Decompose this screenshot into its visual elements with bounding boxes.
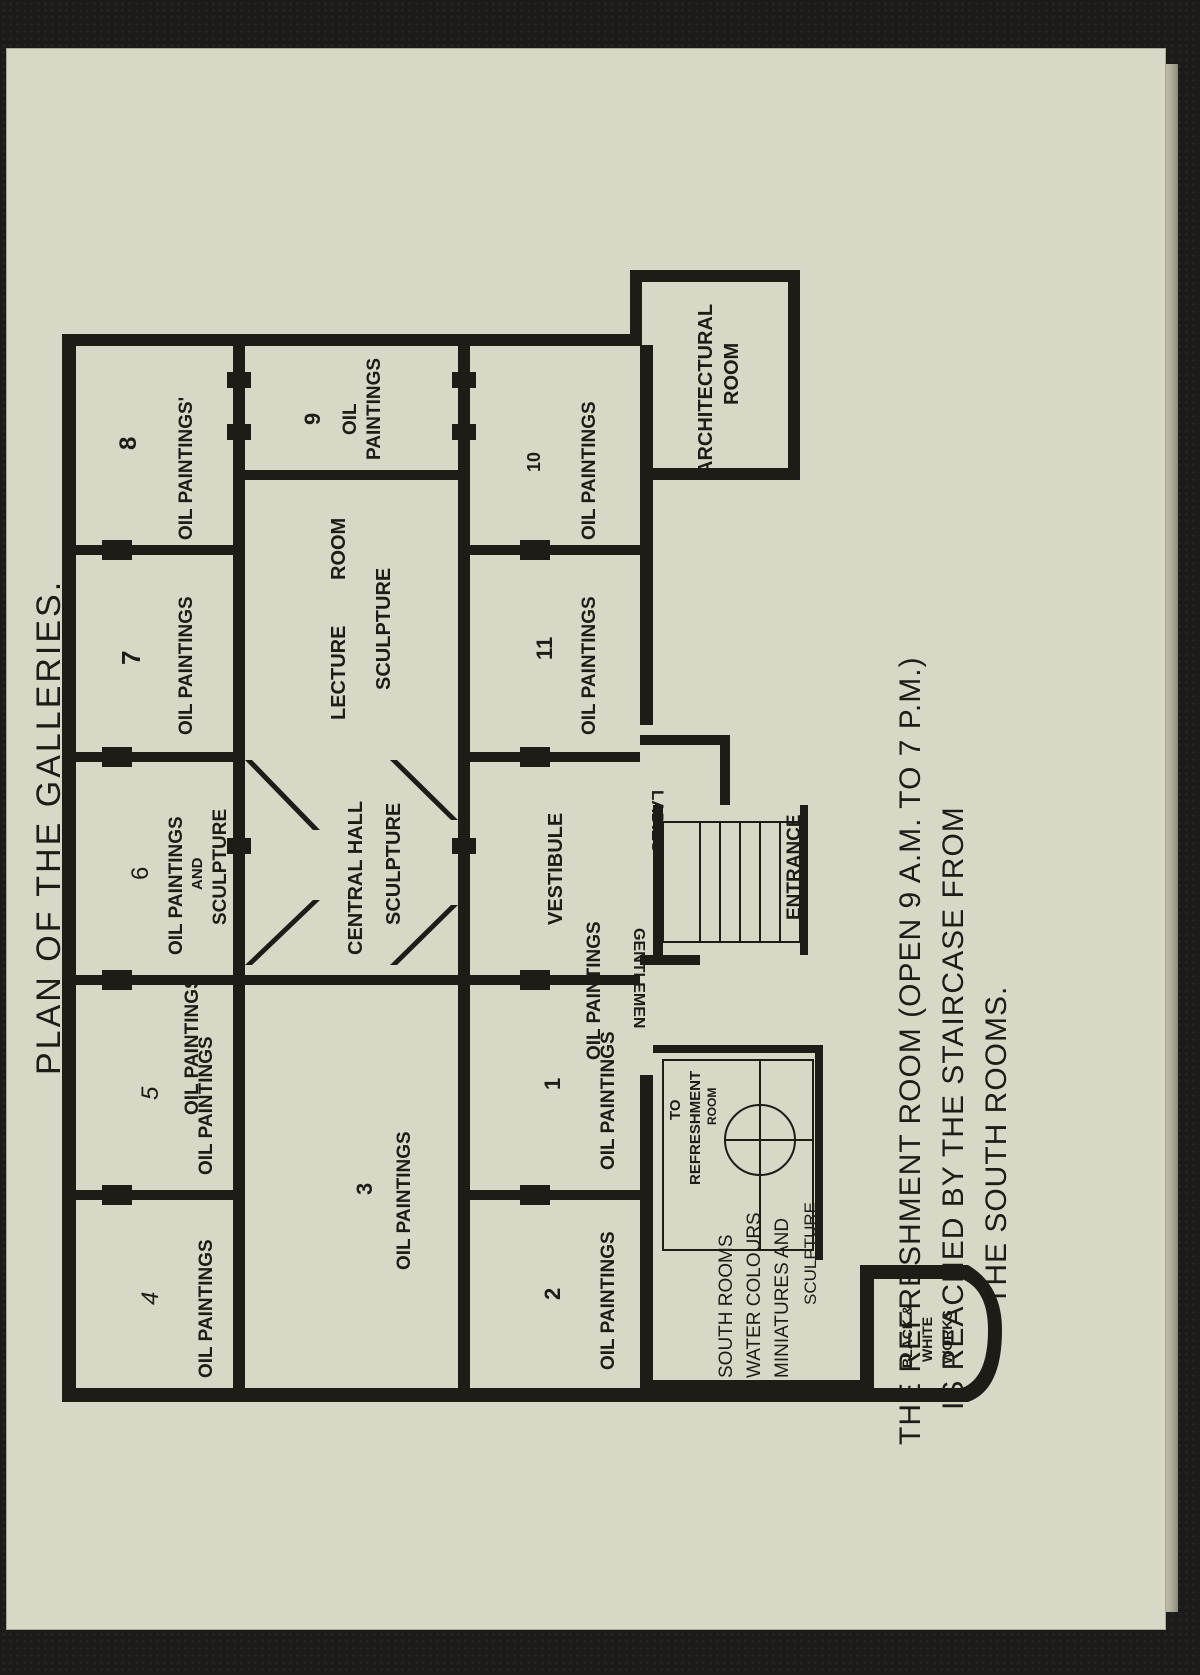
room-number-1: 1 — [540, 1078, 565, 1090]
lecture-room-sculpture-label: SCULPTURE — [373, 568, 395, 690]
refreshment-staircase — [662, 1059, 814, 1251]
to-refreshment-label: REFRESHMENT — [687, 1071, 704, 1185]
plan-title: PLAN OF THE GALLERIES. — [30, 579, 68, 1075]
black-white-label-works: WORKS — [939, 1310, 955, 1364]
gallery-9-label-paintings: PAINTINGS — [364, 358, 385, 460]
gallery-1-label: OIL PAINTINGS — [598, 1031, 619, 1170]
gallery-7-label-right: OIL PAINTINGS' — [176, 397, 197, 540]
central-hall-label: CENTRAL HALL — [345, 801, 367, 955]
gallery-11-label: OIL PAINTINGS — [579, 596, 600, 735]
to-refreshment-label-to: TO — [667, 1099, 684, 1120]
room-number-7: 7 — [116, 651, 146, 665]
paper-page — [6, 48, 1166, 1630]
gallery-3-label: OIL PAINTINGS — [394, 1131, 415, 1270]
south-rooms-label: SOUTH ROOMS — [716, 1234, 737, 1378]
entrance-stairs — [662, 821, 801, 943]
miniatures-and-label: MINIATURES AND — [772, 1218, 793, 1378]
central-hall-sculpture-label: SCULPTURE — [383, 803, 405, 925]
refreshment-note-line-3: THE SOUTH ROOMS. — [980, 986, 1013, 1305]
gallery-5-label-inner: OIL PAINTINGS — [182, 976, 203, 1115]
black-white-label-white: WHITE — [919, 1317, 935, 1362]
to-refreshment-label-room: ROOM — [705, 1088, 719, 1125]
room-number-2: 2 — [540, 1288, 565, 1300]
room-number-9: 9 — [300, 413, 325, 425]
gallery-4-label: OIL PAINTINGS — [196, 1239, 217, 1378]
room-number-3: 3 — [352, 1183, 377, 1195]
gallery-6-label-oil-paintings: OIL PAINTINGS — [166, 816, 187, 955]
walls — [62, 270, 1002, 1402]
water-colours-label: WATER COLOURS — [744, 1212, 765, 1378]
gallery-9-label-oil: OIL — [340, 403, 361, 435]
gallery-1-label-upper: OIL PAINTINGS — [584, 921, 605, 1060]
gentlemen-label: GENTLEMEN — [630, 928, 647, 1028]
room-number-11: 11 — [532, 637, 557, 660]
gallery-2-label: OIL PAINTINGS — [598, 1231, 619, 1370]
south-sculpture-label: SCULPTURE — [801, 1202, 820, 1305]
gallery-5-label: OIL PAINTINGS — [196, 1036, 217, 1175]
architectural-room-label-room: ROOM — [721, 343, 743, 405]
lecture-room-label: LECTURE — [328, 626, 350, 720]
room-number-8: 8 — [115, 437, 142, 450]
room-number-6: 6 — [127, 867, 154, 880]
gallery-11-label-upper: OIL PAINTINGS — [579, 401, 600, 540]
gallery-7-label: OIL PAINTINGS — [176, 596, 197, 735]
refreshment-note-line-2: IS REACHED BY THE STAIRCASE FROM — [937, 806, 970, 1410]
lecture-room-label-room: ROOM — [328, 518, 350, 580]
refreshment-note-line-1: THE REFRESHMENT ROOM (OPEN 9 A.M. TO 7 P… — [894, 656, 927, 1445]
gallery-6-label-sculpture: SCULPTURE — [210, 809, 231, 925]
room-number-4: 4 — [137, 1292, 164, 1305]
room-number-10: 10 — [524, 452, 544, 472]
black-white-label: BLACK & — [899, 1305, 915, 1368]
architectural-room-label: ARCHITECTURAL — [695, 304, 717, 475]
vestibule-label: VESTIBULE — [545, 813, 567, 925]
labels: PLAN OF THE GALLERIES. THE REFRESHMENT R… — [30, 304, 1013, 1445]
room-number-5: 5 — [137, 1086, 164, 1100]
gallery-6-label-and: AND — [189, 857, 206, 890]
entrance-label: ENTRANCE — [784, 814, 805, 920]
ladies-label: LADIES — [648, 790, 667, 852]
